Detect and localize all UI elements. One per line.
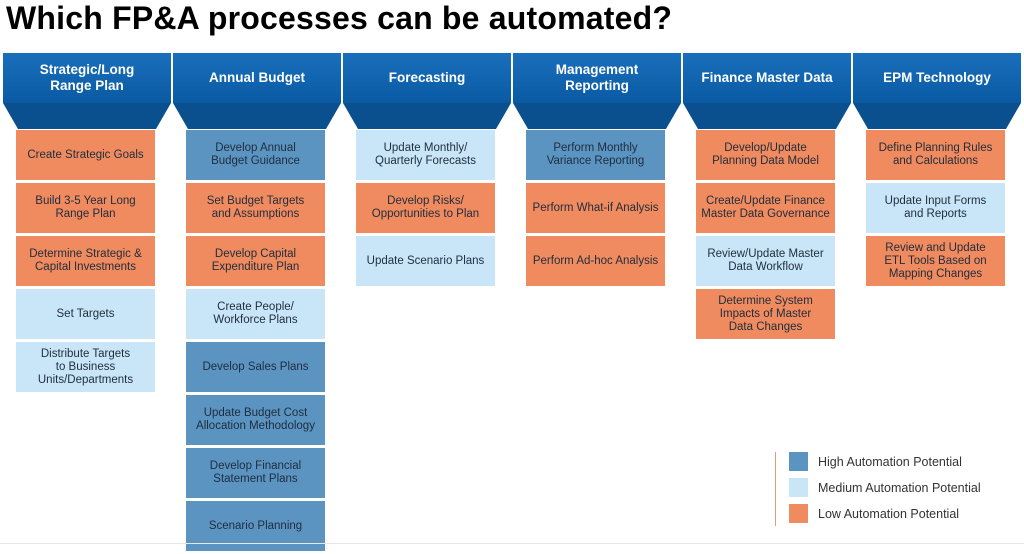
process-box: Update Budget Cost Allocation Methodolog… [186,395,325,445]
process-box: Build 3-5 Year Long Range Plan [16,183,155,233]
process-box: Create/Update Finance Master Data Govern… [696,183,835,233]
process-box: Scenario Planning [186,501,325,551]
column-header: EPM Technology [853,53,1021,129]
column-header: Annual Budget [173,53,341,129]
process-box: Define Planning Rules and Calculations [866,130,1005,180]
process-box: Perform Monthly Variance Reporting [526,130,665,180]
column-header-label: EPM Technology [883,70,991,85]
legend-swatch [789,478,808,497]
legend-label: Medium Automation Potential [818,480,981,495]
column-header-label: Finance Master Data [701,70,833,85]
process-box: Develop Capital Expenditure Plan [186,236,325,286]
process-box: Perform Ad-hoc Analysis [526,236,665,286]
process-box: Develop Annual Budget Guidance [186,130,325,180]
process-box: Update Scenario Plans [356,236,495,286]
column-header-label: Strategic/Long Range Plan [39,62,135,93]
process-box: Update Monthly/ Quarterly Forecasts [356,130,495,180]
legend-item-high: High Automation Potential [789,452,962,471]
process-box: Develop Financial Statement Plans [186,448,325,498]
column-header: Management Reporting [513,53,681,129]
column-header: Finance Master Data [683,53,851,129]
process-box: Create People/ Workforce Plans [186,289,325,339]
process-box: Set Budget Targets and Assumptions [186,183,325,233]
process-box: Perform What-if Analysis [526,183,665,233]
legend-item-low: Low Automation Potential [789,504,959,523]
legend-label: High Automation Potential [818,454,962,469]
column-header-label: Forecasting [388,70,466,85]
footer-divider [0,543,1024,544]
column-header-label: Annual Budget [209,70,305,85]
page-title: Which FP&A processes can be automated? [6,0,673,36]
process-box: Review and Update ETL Tools Based on Map… [866,236,1005,286]
column-header: Forecasting [343,53,511,129]
process-box: Review/Update Master Data Workflow [696,236,835,286]
column-header: Strategic/Long Range Plan [3,53,171,129]
process-box: Create Strategic Goals [16,130,155,180]
legend-divider [775,452,776,526]
process-box: Develop/Update Planning Data Model [696,130,835,180]
process-box: Determine Strategic & Capital Investment… [16,236,155,286]
process-box: Update Input Forms and Reports [866,183,1005,233]
process-box: Set Targets [16,289,155,339]
legend-swatch [789,452,808,471]
legend-item-medium: Medium Automation Potential [789,478,981,497]
process-box: Develop Sales Plans [186,342,325,392]
process-box: Distribute Targets to Business Units/Dep… [16,342,155,392]
column-header-label: Management Reporting [555,62,639,93]
legend-label: Low Automation Potential [818,506,960,521]
legend-swatch [789,504,808,523]
process-box: Determine System Impacts of Master Data … [696,289,835,339]
process-box: Develop Risks/ Opportunities to Plan [356,183,495,233]
